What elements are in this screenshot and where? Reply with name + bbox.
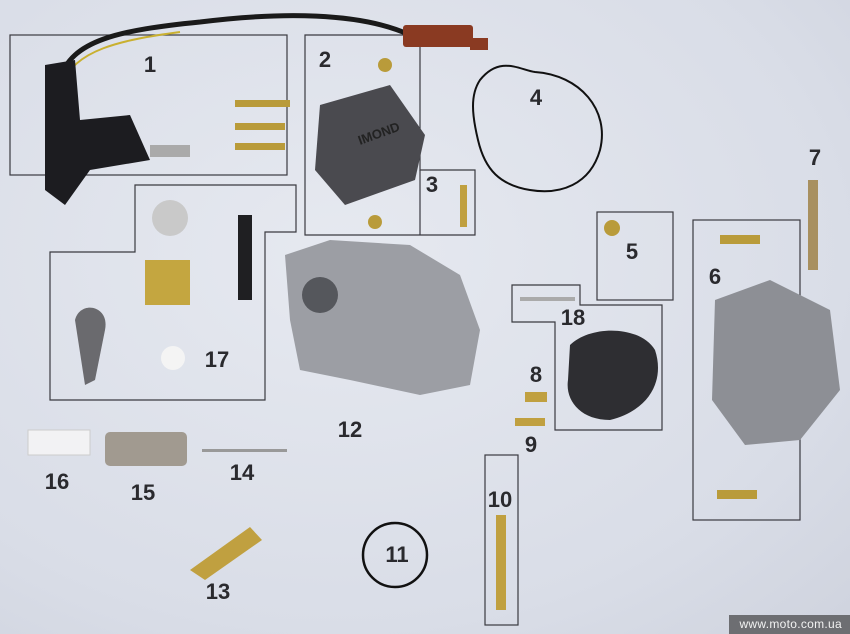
spring-17: [145, 260, 190, 305]
connector-tab: [470, 38, 488, 50]
label-15: 15: [130, 480, 156, 505]
label-12: 12: [337, 417, 363, 442]
lever-rod: [238, 215, 252, 300]
needle-10: [496, 515, 506, 610]
gasket: [472, 64, 603, 193]
label-18: 18: [560, 305, 586, 330]
washer: [152, 200, 188, 236]
label-8: 8: [529, 362, 543, 387]
screw-13: [190, 527, 262, 580]
label-4: 4: [529, 85, 543, 110]
label-9: 9: [524, 432, 538, 457]
choke-body: [45, 60, 150, 205]
cam-lever: [75, 307, 106, 385]
jet-needle-14: [202, 449, 287, 452]
label-6: 6: [708, 264, 722, 289]
screw-2: [378, 58, 392, 72]
jet-3: [460, 185, 467, 227]
cap-16: [27, 429, 91, 456]
float-bowl: [712, 280, 840, 445]
label-13: 13: [205, 579, 231, 604]
box-18: [511, 284, 663, 431]
screw-6a: [720, 235, 760, 244]
white-washer: [161, 346, 185, 370]
screw-2b: [368, 215, 382, 229]
carburetor-body: [285, 240, 480, 395]
label-11: 11: [385, 542, 409, 567]
label-16: 16: [44, 469, 70, 494]
jet-5: [604, 220, 620, 236]
label-14: 14: [229, 460, 255, 485]
watermark: www.moto.com.ua: [729, 615, 850, 634]
wire-yellow: [61, 31, 181, 85]
wire: [57, 13, 412, 81]
label-17: 17: [204, 347, 230, 372]
group-boxes: [9, 34, 801, 626]
float-pin: [520, 297, 575, 301]
box-10: [484, 454, 519, 626]
choke-plunger: [150, 145, 190, 157]
cover-plate: [315, 85, 425, 205]
jet-9: [515, 418, 545, 426]
label-1: 1: [143, 52, 157, 77]
label-3: 3: [425, 172, 439, 197]
label-10: 10: [487, 487, 513, 512]
screw-7: [808, 180, 818, 270]
o-ring: [361, 521, 429, 589]
label-2: 2: [318, 47, 332, 72]
screw-6b: [717, 490, 757, 499]
screws-1: [235, 100, 290, 150]
label-7: 7: [808, 145, 822, 170]
float: [567, 330, 658, 420]
box-17: [49, 184, 297, 401]
label-5: 5: [625, 239, 639, 264]
connector: [403, 25, 473, 47]
jet-8: [525, 392, 547, 402]
carb-bore: [302, 277, 338, 313]
slide-15: [105, 432, 187, 466]
box-5: [596, 211, 674, 301]
